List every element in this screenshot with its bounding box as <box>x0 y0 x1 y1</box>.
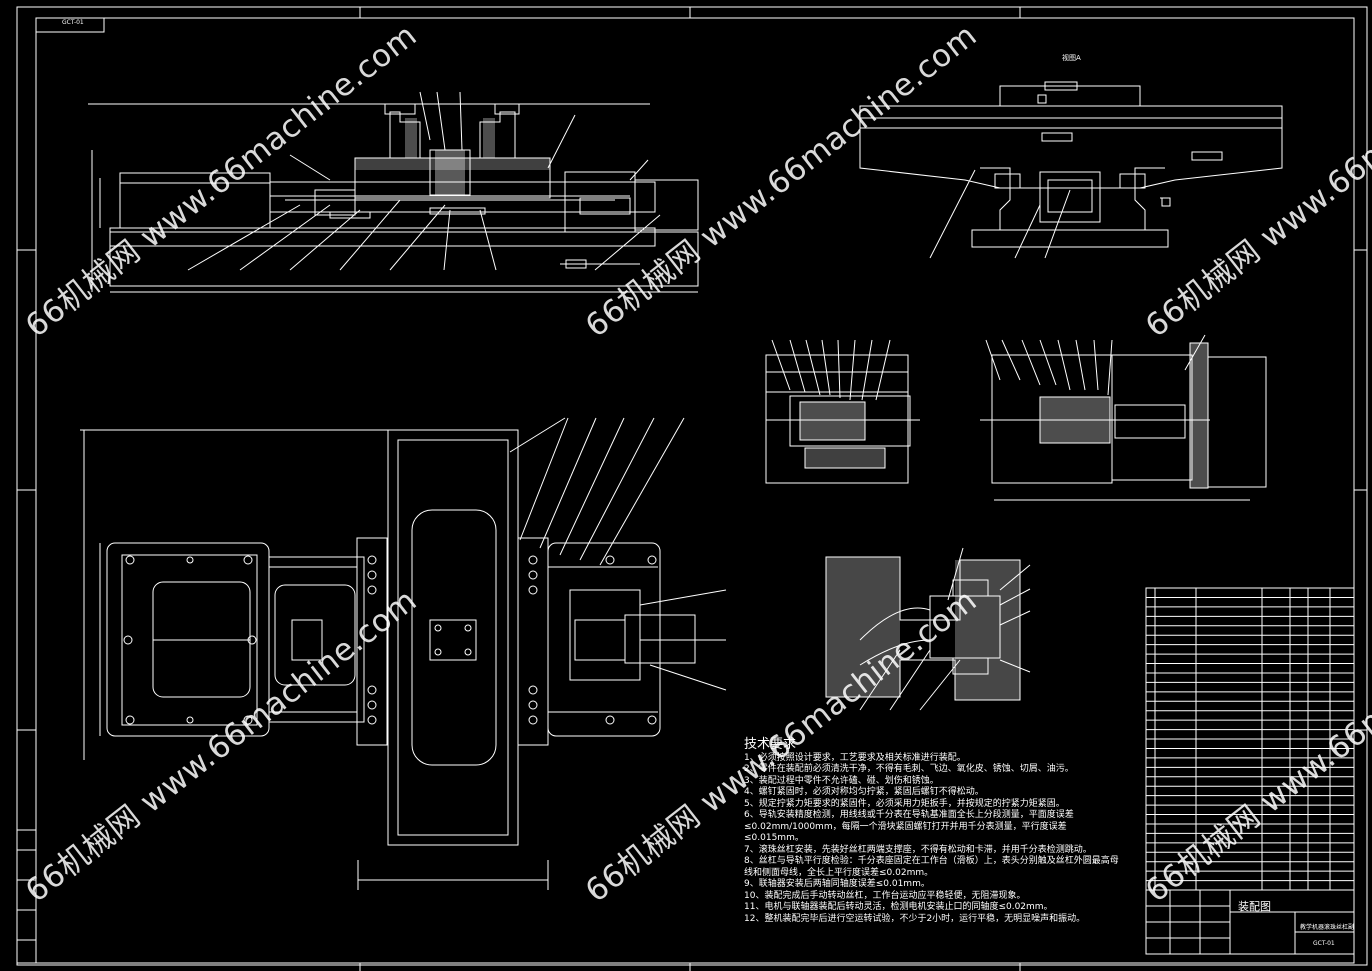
top-view <box>80 417 727 890</box>
parts-list <box>1145 587 1355 891</box>
section-hatch-marks <box>355 118 550 195</box>
requirement-line: 12、整机装配完毕后进行空运转试验，不少于2小时，运行平稳，无明显噪声和振动。 <box>744 913 1086 924</box>
requirement-line: 10、装配完成后手动转动丝杠，工作台运动应平稳轻便，无阻滞现象。 <box>744 890 1026 901</box>
title-block <box>1145 889 1355 955</box>
section-view-right <box>980 334 1267 501</box>
section-hatch-bb <box>826 557 1020 700</box>
requirement-line: 3、装配过程中零件不允许磕、碰、划伤和锈蚀。 <box>744 775 939 786</box>
zone-ticks <box>17 7 1367 971</box>
top-view-bolt-holes <box>123 555 657 725</box>
requirement-line: 8、丝杠与导轨平行度检验：千分表座固定在工作台（滑板）上，表头分别触及丝杠外圆最… <box>744 856 1119 878</box>
inner-frame <box>35 17 1355 964</box>
requirement-line: 2、零件在装配前必须清洗干净，不得有毛刺、飞边、氧化皮、锈蚀、切屑、油污。 <box>744 764 1074 774</box>
section-view-bb <box>825 547 1031 711</box>
outer-border <box>16 6 1368 966</box>
front-section-view <box>88 91 699 293</box>
technical-requirements: 技术要求 1、必须按照设计要求，工艺要求及相关标准进行装配。 2、零件在装配前必… <box>744 737 1124 925</box>
requirement-line: 7、滚珠丝杠安装，先装好丝杠两端支撑座，不得有松动和卡滞，并用千分表检测跳动。 <box>744 844 1092 855</box>
requirement-line: 9、联轴器安装后两轴同轴度误差≤0.01mm。 <box>744 879 930 889</box>
title-block-name: 教学机器滚珠丝杠副 <box>1300 924 1355 931</box>
requirement-line: 4、螺钉紧固时，必须对称均匀拧紧，紧固后螺钉不得松动。 <box>744 787 984 797</box>
title-block-code: GCT-01 <box>1313 940 1335 947</box>
technical-requirements-title: 技术要求 <box>744 737 797 752</box>
drawing-stamp: GCT-01 <box>62 19 84 26</box>
requirement-line: 5、规定拧紧力矩要求的紧固件，必须采用力矩扳手，并按规定的拧紧力矩紧固。 <box>744 798 1065 809</box>
view-a <box>859 81 1283 259</box>
section-hatch-detail <box>800 343 1208 488</box>
title-block-title: 装配图 <box>1238 900 1271 913</box>
stamp-box <box>35 17 105 33</box>
section-view-left <box>765 339 920 484</box>
requirement-line: 11、电机与联轴器装配后转动灵活，检测电机安装止口的同轴度≤0.02mm。 <box>744 902 1053 912</box>
requirement-line: 1、必须按照设计要求，工艺要求及相关标准进行装配。 <box>744 752 966 763</box>
revision-strip <box>16 829 37 964</box>
requirement-line: 6、导轨安装精度检测，用线线或千分表在导轨基准面全长上分段测量，平面度误差≤0.… <box>744 810 1074 843</box>
view-a-label: 视图A <box>1062 54 1081 62</box>
